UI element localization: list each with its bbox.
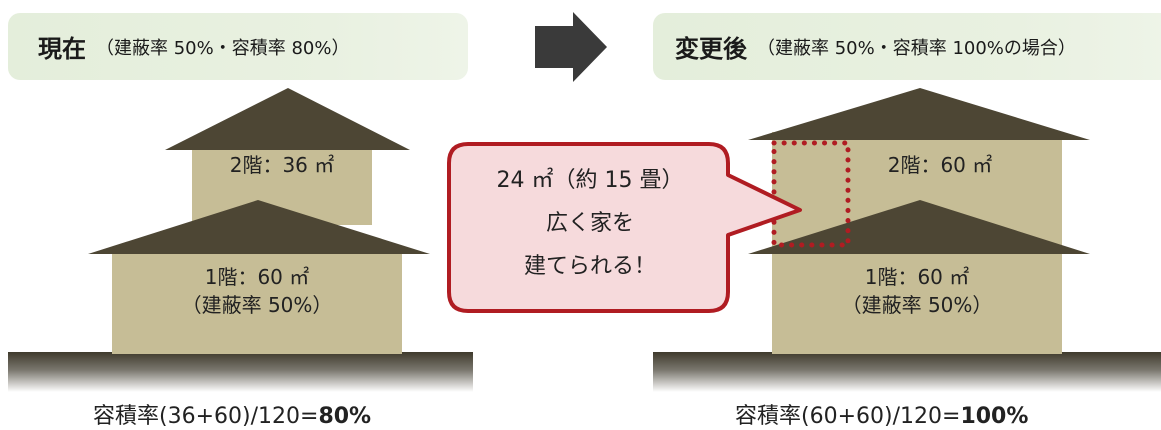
after-subtitle: （建蔽率 50%・容積率 100%の場合） <box>757 37 1076 59</box>
after-floor1-wall <box>772 248 1062 354</box>
current-banner: 現在 （建蔽率 50%・容積率 80%） <box>8 13 468 80</box>
current-ground <box>8 352 473 392</box>
current-formula-prefix: 容積率(36+60)/120= <box>93 404 319 429</box>
after-formula-result: 100% <box>960 404 1029 429</box>
after-floor2-label: 2階：60 ㎡ <box>887 153 993 177</box>
callout-line3: 建てられる！ <box>523 254 656 279</box>
after-ratio-formula: 容積率(60+60)/120=100% <box>735 398 1028 430</box>
current-floor1-note: （建蔽率 50%） <box>181 293 333 317</box>
after-upper-roof <box>748 88 1090 140</box>
current-floor1-wall <box>112 248 402 354</box>
callout-line1: 24 ㎡（約 15 畳） <box>496 168 684 193</box>
arrow-right-icon <box>535 12 607 82</box>
after-lower-roof <box>748 200 1090 254</box>
current-title: 現在 <box>38 35 86 63</box>
after-floor1-note: （建蔽率 50%） <box>841 293 993 317</box>
current-lower-roof <box>88 200 430 254</box>
current-house <box>8 88 473 392</box>
callout-bubble <box>447 142 802 313</box>
current-subtitle: （建蔽率 50%・容積率 80%） <box>96 37 350 59</box>
added-area-outline <box>771 140 851 248</box>
after-formula-prefix: 容積率(60+60)/120= <box>735 404 961 429</box>
after-floor1-label: 1階：60 ㎡ <box>864 265 970 289</box>
current-floor1-label: 1階：60 ㎡ <box>204 265 310 289</box>
after-ground <box>653 352 1161 392</box>
after-banner: 変更後 （建蔽率 50%・容積率 100%の場合） <box>653 13 1161 80</box>
current-floor2-label: 2階：36 ㎡ <box>229 153 335 177</box>
current-formula-result: 80% <box>318 404 372 429</box>
current-ratio-formula: 容積率(36+60)/120=80% <box>93 398 371 430</box>
after-title: 変更後 <box>675 35 747 63</box>
current-upper-roof <box>165 88 410 150</box>
callout-line2: 広く家を <box>545 211 634 236</box>
after-house <box>653 88 1161 392</box>
